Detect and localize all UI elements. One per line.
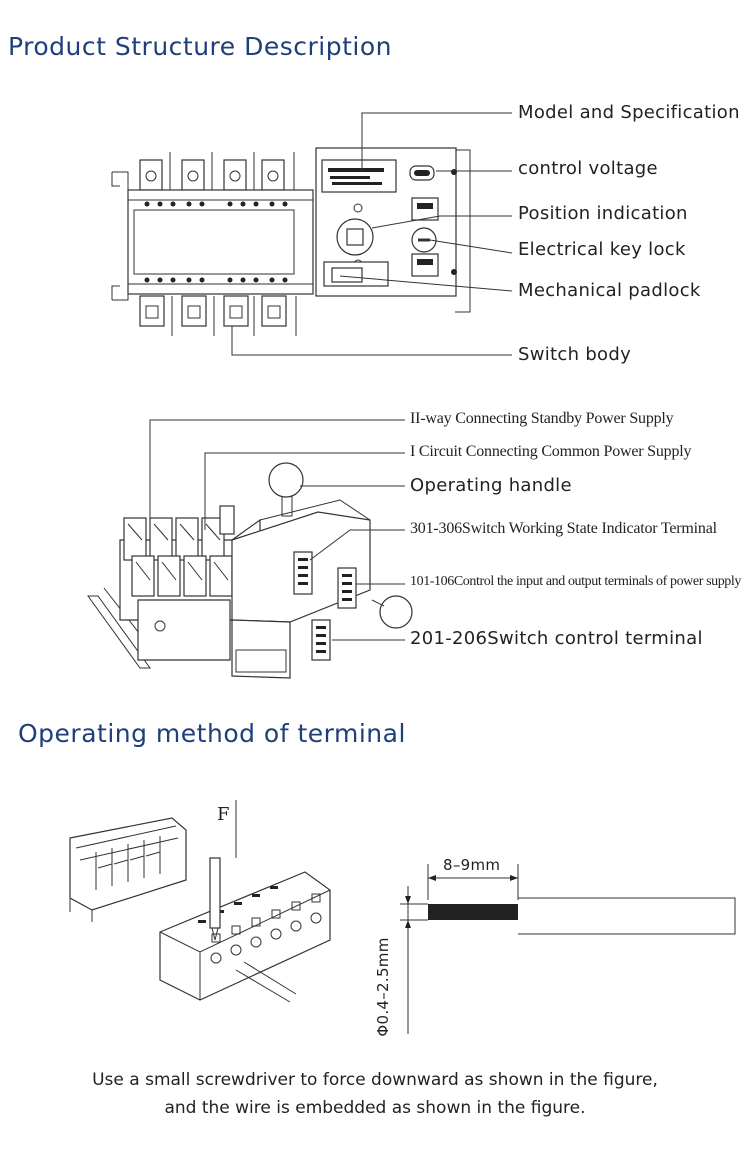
wire-strip-drawing <box>400 864 736 1034</box>
wire-diameter-label: Φ0.4–2.5mm <box>374 937 392 1037</box>
label-electrical-key-lock: Electrical key lock <box>518 239 686 260</box>
caption-line-1: Use a small screwdriver to force downwar… <box>92 1070 658 1090</box>
label-position-indication: Position indication <box>518 203 688 224</box>
label-model-specification: Model and Specification <box>518 102 740 123</box>
force-label: F <box>217 804 230 825</box>
label-indicator-terminal: 301-306Switch Working State Indicator Te… <box>410 520 717 537</box>
label-switch-control-terminal: 201-206Switch control terminal <box>410 628 703 649</box>
connector-drawing <box>69 800 331 1003</box>
terminal-leaders <box>149 419 405 641</box>
label-switch-body: Switch body <box>518 344 632 365</box>
label-control-voltage: control voltage <box>518 158 658 179</box>
label-common-power: I Circuit Connecting Common Power Supply <box>410 443 692 460</box>
label-operating-handle: Operating handle <box>410 475 572 496</box>
strip-length-label: 8–9mm <box>443 856 501 874</box>
terminal-title: Operating method of terminal <box>18 719 406 748</box>
structure-leaders <box>231 112 513 356</box>
structure-title: Product Structure Description <box>8 32 392 61</box>
switch-front-view <box>111 147 471 336</box>
label-input-output-terminal: 101-106Control the input and output term… <box>410 574 742 589</box>
label-mechanical-padlock: Mechanical padlock <box>518 280 701 301</box>
caption-line-2: and the wire is embedded as shown in the… <box>164 1098 586 1118</box>
label-standby-power: II-way Connecting Standby Power Supply <box>410 410 674 427</box>
switch-3d-view <box>87 462 413 679</box>
